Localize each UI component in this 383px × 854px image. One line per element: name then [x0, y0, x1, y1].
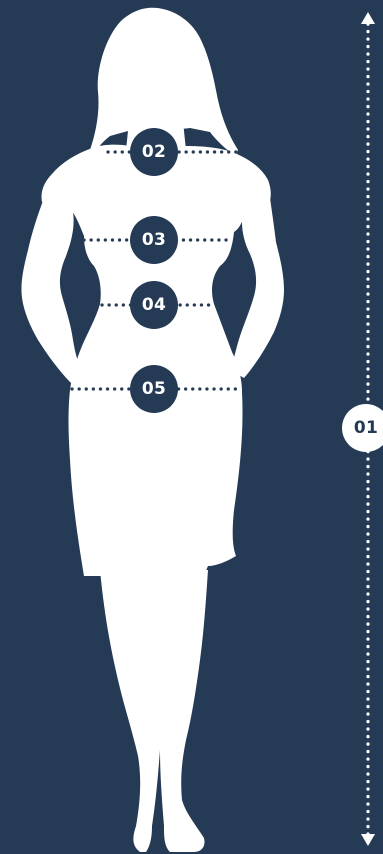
height-badge-label: 01 — [354, 418, 378, 438]
legs-shape — [100, 570, 208, 852]
measurement-badge-bust: 02 — [130, 128, 178, 176]
bust-badge-label: 02 — [142, 142, 166, 162]
arrow-down-icon — [361, 834, 375, 846]
arrow-up-icon — [361, 12, 375, 24]
waist-badge-label: 04 — [142, 295, 166, 315]
left-arm-shape — [21, 198, 82, 384]
under-bust-badge-label: 03 — [142, 230, 166, 250]
measurement-badge-waist: 04 — [130, 281, 178, 329]
measurement-badge-hips: 05 — [130, 365, 178, 413]
measurement-badge-under-bust: 03 — [130, 216, 178, 264]
hips-badge-label: 05 — [142, 379, 166, 399]
measurement-badge-height: 01 — [342, 404, 383, 452]
